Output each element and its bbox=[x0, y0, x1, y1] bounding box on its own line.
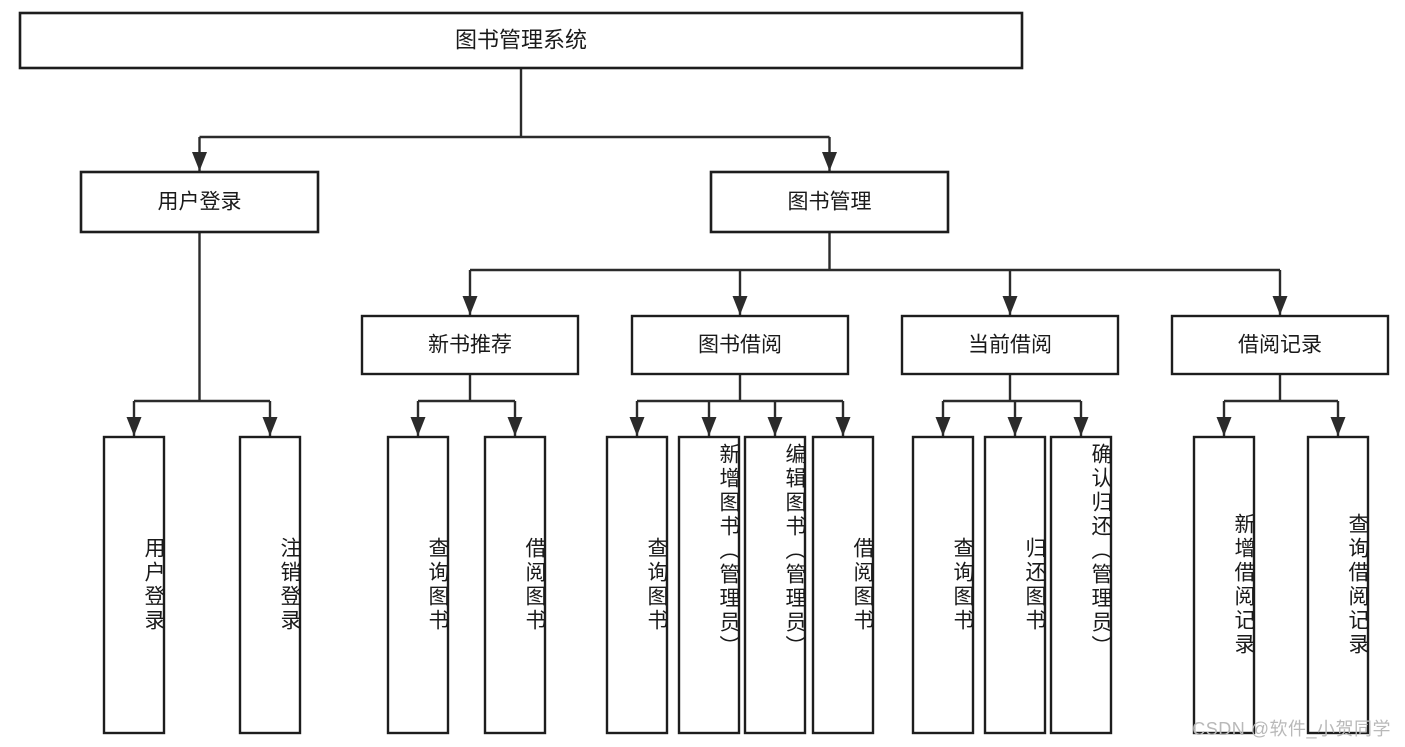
leaf-node-5[interactable] bbox=[677, 435, 741, 735]
leaf-node-8[interactable] bbox=[911, 435, 975, 735]
level3-node-1-rect bbox=[630, 314, 850, 376]
level2-node-0-label: 用户登录 bbox=[158, 191, 242, 214]
arrow-down-icon-leaf-3-2 bbox=[1073, 417, 1089, 436]
level2-node-1[interactable]: 图书管理 bbox=[709, 170, 950, 234]
arrow-down-icon-level3-2 bbox=[1002, 296, 1018, 315]
leaf-node-9[interactable] bbox=[983, 435, 1047, 735]
level3-node-2-label: 当前借阅 bbox=[968, 334, 1052, 357]
arrow-down-icon-leaf-4-1 bbox=[1330, 417, 1346, 436]
arrow-down-icon-leaf-1-1 bbox=[507, 417, 523, 436]
root-node-rect bbox=[18, 11, 1024, 70]
level2-node-0-rect bbox=[79, 170, 320, 234]
arrow-down-icon-level2-1 bbox=[822, 152, 837, 171]
root-node-label: 图书管理系统 bbox=[455, 27, 587, 52]
level3-node-3-label: 借阅记录 bbox=[1238, 334, 1322, 357]
root-node[interactable]: 图书管理系统 bbox=[18, 11, 1024, 70]
leaf-node-2[interactable] bbox=[386, 435, 450, 735]
arrow-down-icon-leaf-1-0 bbox=[410, 417, 426, 436]
arrow-down-icon-leaf-4-0 bbox=[1216, 417, 1232, 436]
arrow-down-icon-leaf-0-1 bbox=[262, 417, 278, 436]
arrow-down-icon-level3-0 bbox=[462, 296, 478, 315]
level3-node-3-rect bbox=[1170, 314, 1390, 376]
level3-node-1[interactable]: 图书借阅 bbox=[630, 314, 850, 376]
arrow-down-icon-level2-0 bbox=[192, 152, 207, 171]
level2-node-1-rect bbox=[709, 170, 950, 234]
arrow-down-icon-leaf-2-2 bbox=[767, 417, 783, 436]
leaf-node-1[interactable] bbox=[238, 435, 302, 735]
leaf-node-12[interactable] bbox=[1306, 435, 1370, 735]
leaf-node-4[interactable] bbox=[605, 435, 669, 735]
level2-node-0[interactable]: 用户登录 bbox=[79, 170, 320, 234]
connectors-layer bbox=[126, 68, 1346, 436]
arrow-down-icon-level3-3 bbox=[1272, 296, 1288, 315]
leaf-node-3[interactable] bbox=[483, 435, 547, 735]
arrow-down-icon-leaf-3-0 bbox=[935, 417, 951, 436]
leaf-node-0[interactable] bbox=[102, 435, 166, 735]
leaf-node-10[interactable] bbox=[1049, 435, 1113, 735]
leaf-node-11[interactable] bbox=[1192, 435, 1256, 735]
level3-node-0-label: 新书推荐 bbox=[428, 334, 512, 357]
watermark-text: CSDN @软件_小贺同学 bbox=[1192, 719, 1391, 739]
level3-node-2-rect bbox=[900, 314, 1120, 376]
arrow-down-icon-leaf-3-1 bbox=[1007, 417, 1023, 436]
level3-node-3[interactable]: 借阅记录 bbox=[1170, 314, 1390, 376]
arrow-down-icon-leaf-2-3 bbox=[835, 417, 851, 436]
arrow-down-icon-leaf-2-1 bbox=[701, 417, 717, 436]
level3-node-0-rect bbox=[360, 314, 580, 376]
arrow-down-icon-level3-1 bbox=[732, 296, 748, 315]
leaf-node-7[interactable] bbox=[811, 435, 875, 735]
level2-node-1-label: 图书管理 bbox=[788, 191, 872, 214]
level3-node-1-label: 图书借阅 bbox=[698, 334, 782, 357]
leaf-node-6[interactable] bbox=[743, 435, 807, 735]
level3-node-2[interactable]: 当前借阅 bbox=[900, 314, 1120, 376]
arrow-down-icon-leaf-0-0 bbox=[126, 417, 142, 436]
level3-node-0[interactable]: 新书推荐 bbox=[360, 314, 580, 376]
arrow-down-icon-leaf-2-0 bbox=[629, 417, 645, 436]
